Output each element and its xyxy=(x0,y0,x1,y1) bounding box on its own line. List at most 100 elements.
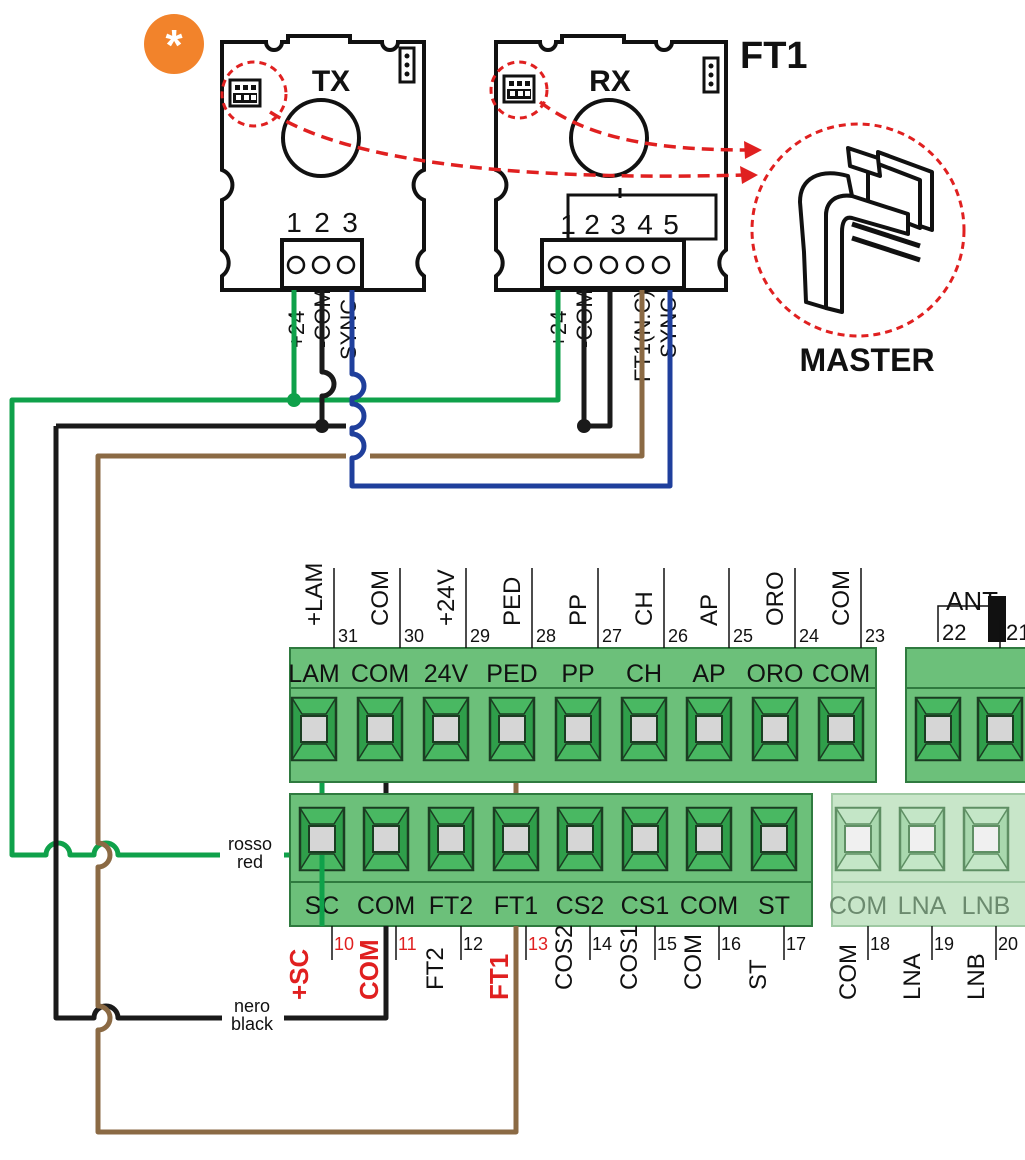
rx-lens xyxy=(569,98,649,178)
terminal-screw-icon xyxy=(976,696,1024,762)
rx-terminal-number: 2 xyxy=(584,209,600,240)
top-face-label: COM xyxy=(812,660,870,688)
bottom-block-screws xyxy=(298,806,798,872)
tx-module: TX 1 2 3 xyxy=(220,34,426,292)
terminal-screw-icon xyxy=(834,806,882,872)
rx-terminal-number: 3 xyxy=(610,209,626,240)
orange-badge-icon xyxy=(144,14,204,74)
junction-dot-icon xyxy=(315,419,329,433)
wire-note-red: rosso red xyxy=(228,834,272,872)
terminal-screw-icon xyxy=(685,806,733,872)
ant-block: ANT 22 21 xyxy=(905,586,1025,783)
tx-terminal-number: 1 xyxy=(286,207,302,238)
top-face-label: ORO xyxy=(747,660,804,688)
blue-wire xyxy=(349,290,673,489)
top-terminal-block: +LAM31COM30+24V29PED28PP27CH26AP25ORO24C… xyxy=(288,563,885,783)
rx-wire-labels: +24 -COM FT1(N.C) SYNC xyxy=(546,289,681,382)
terminal-screw-icon xyxy=(962,806,1010,872)
top-face-label: PED xyxy=(486,660,537,688)
jumper-arrows xyxy=(269,100,762,184)
rx-terminal-number: 1 xyxy=(560,209,576,240)
rx-terminal-number: 5 xyxy=(663,209,679,240)
rx-module: RX 1 2 3 4 5 xyxy=(494,34,728,292)
arrow-head-icon xyxy=(740,166,758,184)
wire-note-line1: nero xyxy=(234,996,270,1016)
terminal-screw-icon xyxy=(914,696,962,762)
star-badge: * xyxy=(144,14,204,74)
top-terminal-number: 29 xyxy=(470,626,490,646)
top-above-label: COM xyxy=(367,570,394,626)
bottom-terminal-number: 13 xyxy=(528,934,548,954)
wire-note-line2: red xyxy=(237,852,263,872)
tx-terminal-block xyxy=(280,238,364,290)
pale-below-label: COM xyxy=(835,944,862,1000)
wire-junctions xyxy=(287,393,591,433)
diagram-title: FT1 xyxy=(740,35,808,77)
bottom-face-label: CS2 xyxy=(556,892,605,920)
master-label: MASTER xyxy=(799,342,934,378)
terminal-screw-icon xyxy=(685,696,733,762)
rx-terminal-number: 4 xyxy=(637,209,653,240)
bottom-below-label: ST xyxy=(745,959,772,990)
tx-arrow xyxy=(269,110,746,178)
arrow-head-icon xyxy=(744,141,762,159)
bottom-below-label: COS1 xyxy=(616,925,643,990)
bottom-terminal-number: 12 xyxy=(463,934,483,954)
top-face-label: PP xyxy=(561,660,594,688)
bottom-terminal-number: 14 xyxy=(592,934,612,954)
tx-terminal-number: 2 xyxy=(314,207,330,238)
wire-note-line1: rosso xyxy=(228,834,272,854)
bottom-face-label: CS1 xyxy=(621,892,670,920)
rx-terminal-block xyxy=(540,238,686,290)
jumper-icon xyxy=(798,146,934,314)
terminal-screw-icon xyxy=(621,806,669,872)
bottom-terminal-number: 11 xyxy=(398,934,417,954)
pale-terminal-number: 18 xyxy=(870,934,890,954)
rx-jumper-connector xyxy=(502,74,536,104)
rx-jumper-highlight xyxy=(489,60,549,120)
terminal-screw-icon xyxy=(362,806,410,872)
top-block-screws xyxy=(290,696,865,762)
bottom-face-label: COM xyxy=(680,892,738,920)
bottom-below-label: FT1 xyxy=(484,954,514,1000)
tx-wire-label-sync: SYNC xyxy=(336,299,361,360)
top-terminal-number: 31 xyxy=(338,626,358,646)
top-terminal-number: 26 xyxy=(668,626,688,646)
tx-pin-header xyxy=(398,46,416,84)
top-above-label: +LAM xyxy=(301,563,328,626)
pale-below-label: LNA xyxy=(899,953,926,1000)
tx-label: TX xyxy=(312,65,350,98)
terminal-screw-icon xyxy=(554,696,602,762)
bottom-below-label: COM xyxy=(354,939,384,1000)
pale-below-label: LNB xyxy=(963,953,990,1000)
rx-terminal-numbers: 1 2 3 4 5 xyxy=(560,209,679,240)
pale-terminal-number: 19 xyxy=(934,934,954,954)
terminal-screw-icon xyxy=(556,806,604,872)
bottom-terminal-number: 16 xyxy=(721,934,741,954)
black-wire xyxy=(53,290,613,1021)
badge-symbol: * xyxy=(165,21,183,70)
rx-label: RX xyxy=(589,65,631,98)
terminal-screw-icon xyxy=(488,696,536,762)
master-jumper-detail: MASTER xyxy=(750,122,966,378)
top-terminal-number: 28 xyxy=(536,626,556,646)
tx-terminal-number: 3 xyxy=(342,207,358,238)
top-above-label: PP xyxy=(565,594,592,626)
top-terminal-number: 23 xyxy=(865,626,885,646)
ant-number: 21 xyxy=(1006,620,1025,645)
terminal-screw-icon xyxy=(898,806,946,872)
top-face-label: LAM xyxy=(288,660,339,688)
top-face-label: CH xyxy=(626,660,662,688)
terminal-screw-icon xyxy=(290,696,338,762)
top-above-label: COM xyxy=(828,570,855,626)
ant-number: 22 xyxy=(942,620,966,645)
rx-arrow xyxy=(538,100,749,152)
rx-pin-header xyxy=(702,56,720,94)
top-above-label: +24V xyxy=(433,569,460,626)
top-above-label: CH xyxy=(631,591,658,626)
